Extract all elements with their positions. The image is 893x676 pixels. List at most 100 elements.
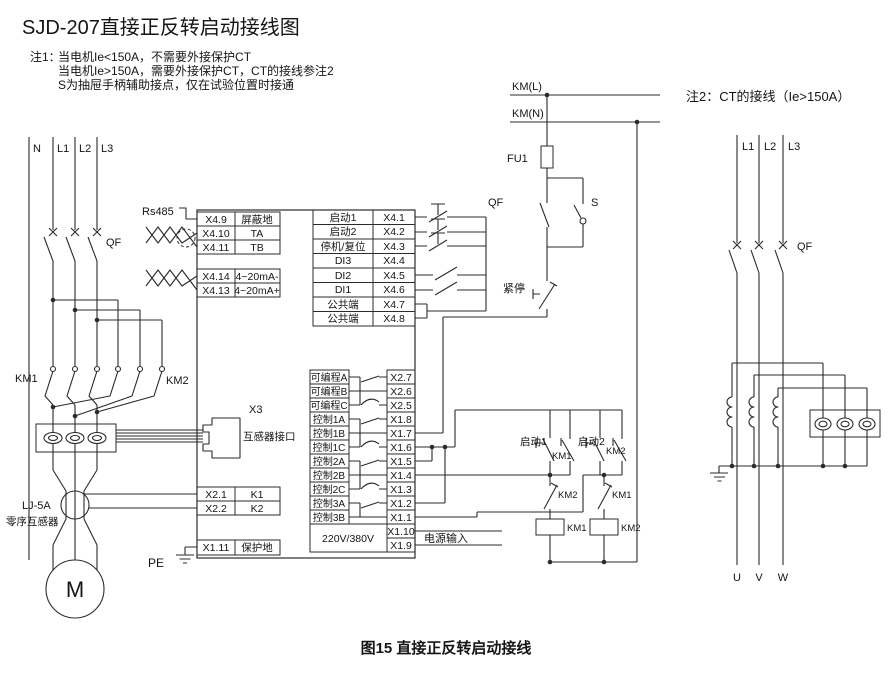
junction-dot [72, 307, 78, 313]
qf-aux-contact [539, 168, 550, 281]
junction-dot [775, 463, 781, 469]
ct-l1-label: L1 [742, 141, 754, 153]
terminal-code: X2.2 [205, 503, 227, 515]
s-label: S [591, 197, 598, 209]
note2-label: 注2：CT的接线（Ie>150A） [686, 89, 850, 104]
di-code: X4.4 [383, 255, 405, 267]
ct-secondary-wires [84, 493, 197, 509]
junction-dot [547, 472, 553, 478]
relay-label: 控制1A [313, 413, 346, 426]
ct-terminal-ring-inner [818, 420, 828, 428]
relay-terminal-grid [309, 369, 416, 553]
ct-terminal-ring-inner [840, 420, 850, 428]
terminal-label: 4~20mA- [236, 271, 279, 283]
figure-caption: 图15 直接正反转启动接线 [361, 639, 532, 657]
note1-line1: 当电机Ie<150A，不需要外接保护CT [58, 49, 252, 64]
junction-dot [751, 463, 757, 469]
relay-code: X1.6 [390, 442, 412, 454]
junction-dot [842, 463, 848, 469]
ct-ring [65, 431, 85, 445]
di-code: X4.5 [383, 270, 405, 282]
qf-aux-label: QF [488, 197, 504, 209]
power-input-wires [415, 530, 502, 546]
junction-dot [72, 413, 78, 419]
relay-code: X1.1 [390, 512, 412, 524]
km2-pole-terminal [136, 365, 144, 373]
km2-aux-label: KM2 [606, 446, 626, 457]
km2-contact-blades [52, 370, 163, 417]
terminal-code: X1.11 [203, 542, 230, 554]
km-l-label: KM(L) [512, 81, 542, 93]
junction-dot [634, 119, 640, 125]
output-w-label: W [778, 572, 789, 584]
estop-to-x17-wire [415, 316, 547, 434]
x3-desc-label: 互感器接口 [243, 430, 296, 443]
ct-block [35, 423, 117, 453]
pe-label: PE [148, 556, 164, 570]
di-code: X4.8 [383, 313, 405, 325]
terminal-code: X4.11 [203, 242, 230, 254]
twisted-pair-analog [145, 269, 198, 291]
zero-sequence-ct-label: 零序互感器 [6, 515, 59, 528]
relay-code: X1.7 [390, 428, 412, 440]
di-code: X4.2 [383, 226, 405, 238]
rs485-label: Rs485 [142, 206, 174, 218]
pushbutton-x43 [415, 232, 486, 252]
start2-pushbutton [585, 410, 605, 475]
pushbutton-x42 [415, 218, 486, 238]
breaker-qf-label: QF [106, 237, 122, 249]
ct-note2-section: L1 L2 L3 QF U V W [710, 135, 881, 584]
coil-return-bus [549, 535, 637, 563]
relay-code: X1.3 [390, 484, 412, 496]
switch-x45 [415, 266, 486, 281]
junction-dot [50, 404, 56, 410]
di-input-contacts [415, 203, 487, 319]
relay-code: X1.5 [390, 456, 412, 468]
junction-dot [729, 463, 735, 469]
relay-label: 可编程C [310, 399, 347, 412]
km1-coil [535, 518, 565, 536]
di-code: X4.3 [383, 241, 405, 253]
di-label: 启动2 [330, 225, 357, 238]
ct-ring [87, 431, 107, 445]
ct-terminal-ring [836, 417, 854, 431]
junction-dot [547, 559, 553, 565]
ct-ring-inner [69, 434, 81, 442]
junction-dot [442, 444, 448, 450]
km1-coil-label: KM1 [567, 523, 587, 534]
zero-sequence-ct-ring [60, 490, 90, 520]
common-bracket [415, 303, 486, 319]
di-label: 公共端 [327, 312, 359, 325]
km2-label: KM2 [166, 375, 189, 387]
km2-branch-wires [53, 299, 163, 366]
km1-pole-terminal [49, 365, 57, 373]
terminal-label: 屏蔽地 [241, 213, 273, 226]
ct-terminal-ring [814, 417, 832, 431]
ct-qf-label: QF [797, 241, 813, 253]
x16-output-bus [415, 409, 622, 448]
phase-lines [28, 137, 98, 560]
ct-coil-l1 [726, 396, 733, 428]
lj5a-label: LJ-5A [22, 500, 51, 512]
km1-aux-contact [560, 410, 575, 475]
relay-label: 控制3B [313, 511, 346, 524]
phase-l2-label: L2 [79, 143, 91, 155]
contactor-control-circuit: 启动1 KM1 启动2 KM2 KM2 KM1 KM1 KM2 [415, 122, 641, 563]
breaker-qf-marks [48, 227, 102, 237]
estop-contact [532, 281, 558, 317]
device-section: X4.9 屏蔽地 X4.10 TA X4.11 TB X4.14 4~20mA-… [142, 206, 502, 559]
relay-label: 控制1C [313, 441, 346, 454]
relay-contact-symbols [349, 375, 387, 518]
switch-x46 [415, 281, 486, 296]
terminal-label: 保护地 [241, 541, 273, 554]
km2-aux-contact [612, 410, 627, 475]
relay-label: 控制1B [313, 427, 346, 440]
page-title: SJD-207直接正反转启动接线图 [22, 16, 300, 39]
ct-ring-inner [91, 434, 103, 442]
ct-secondary-taps [731, 362, 868, 466]
km2-interlock-contact [543, 475, 559, 519]
di-label: 启动1 [330, 211, 357, 224]
junction-dot [94, 409, 100, 415]
estop-label: 紧停 [503, 281, 525, 295]
ct-common-bus [710, 465, 867, 482]
